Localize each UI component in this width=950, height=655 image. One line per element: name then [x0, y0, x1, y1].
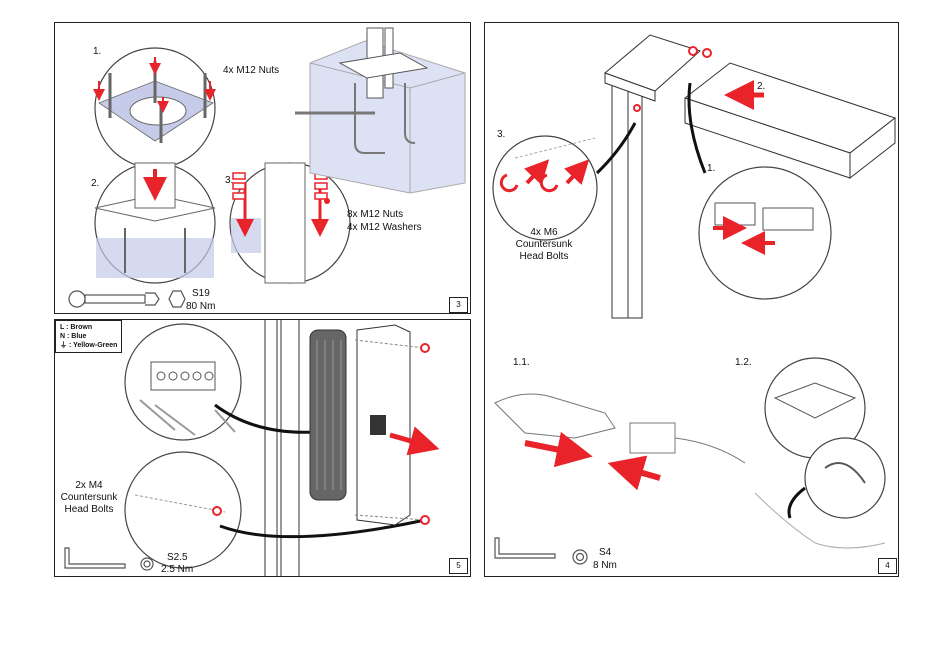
tool-size-label: S4	[599, 547, 611, 559]
step-1-nuts-label: 4x M12 Nuts	[223, 65, 279, 77]
page-number: 3	[449, 297, 468, 313]
step-2-number: 2.	[91, 178, 99, 190]
step-3-washers-label: 4x M12 Washers	[347, 222, 422, 234]
torque-label: 2.5 Nm	[161, 564, 193, 576]
instruction-panel-page-4: 2. 3. 1. 4x M6 Countersunk Head Bolts 1.…	[484, 22, 899, 577]
torque-label: 8 Nm	[593, 560, 617, 572]
detail-1-2-number: 1.2.	[735, 357, 752, 369]
step-3-number: 3.	[225, 175, 233, 187]
bolts-label: 2x M4 Countersunk Head Bolts	[57, 480, 121, 516]
instruction-panel-page-5: L : Brown N : Blue ⏚ : Yellow-Green	[54, 319, 471, 577]
step-3-number: 3.	[497, 129, 505, 141]
detail-1-1-number: 1.1.	[513, 357, 530, 369]
tool-size-label: S19	[192, 288, 210, 300]
page-4-illustration	[485, 23, 898, 576]
instruction-panel-page-3: 1. 4x M12 Nuts 2. 3. 8x M12 Nuts 4x M12 …	[54, 22, 471, 314]
step-3-nuts-label: 8x M12 Nuts	[347, 209, 403, 221]
bolts-label: 4x M6 Countersunk Head Bolts	[511, 227, 577, 263]
torque-label: 80 Nm	[186, 301, 215, 313]
page-number: 4	[878, 558, 897, 574]
step-2-number: 2.	[757, 81, 765, 93]
tool-size-label: S2.5	[167, 552, 188, 564]
step-1-number: 1.	[93, 46, 101, 58]
page-5-illustration	[55, 320, 470, 576]
step-1-number: 1.	[707, 163, 715, 175]
page-number: 5	[449, 558, 468, 574]
